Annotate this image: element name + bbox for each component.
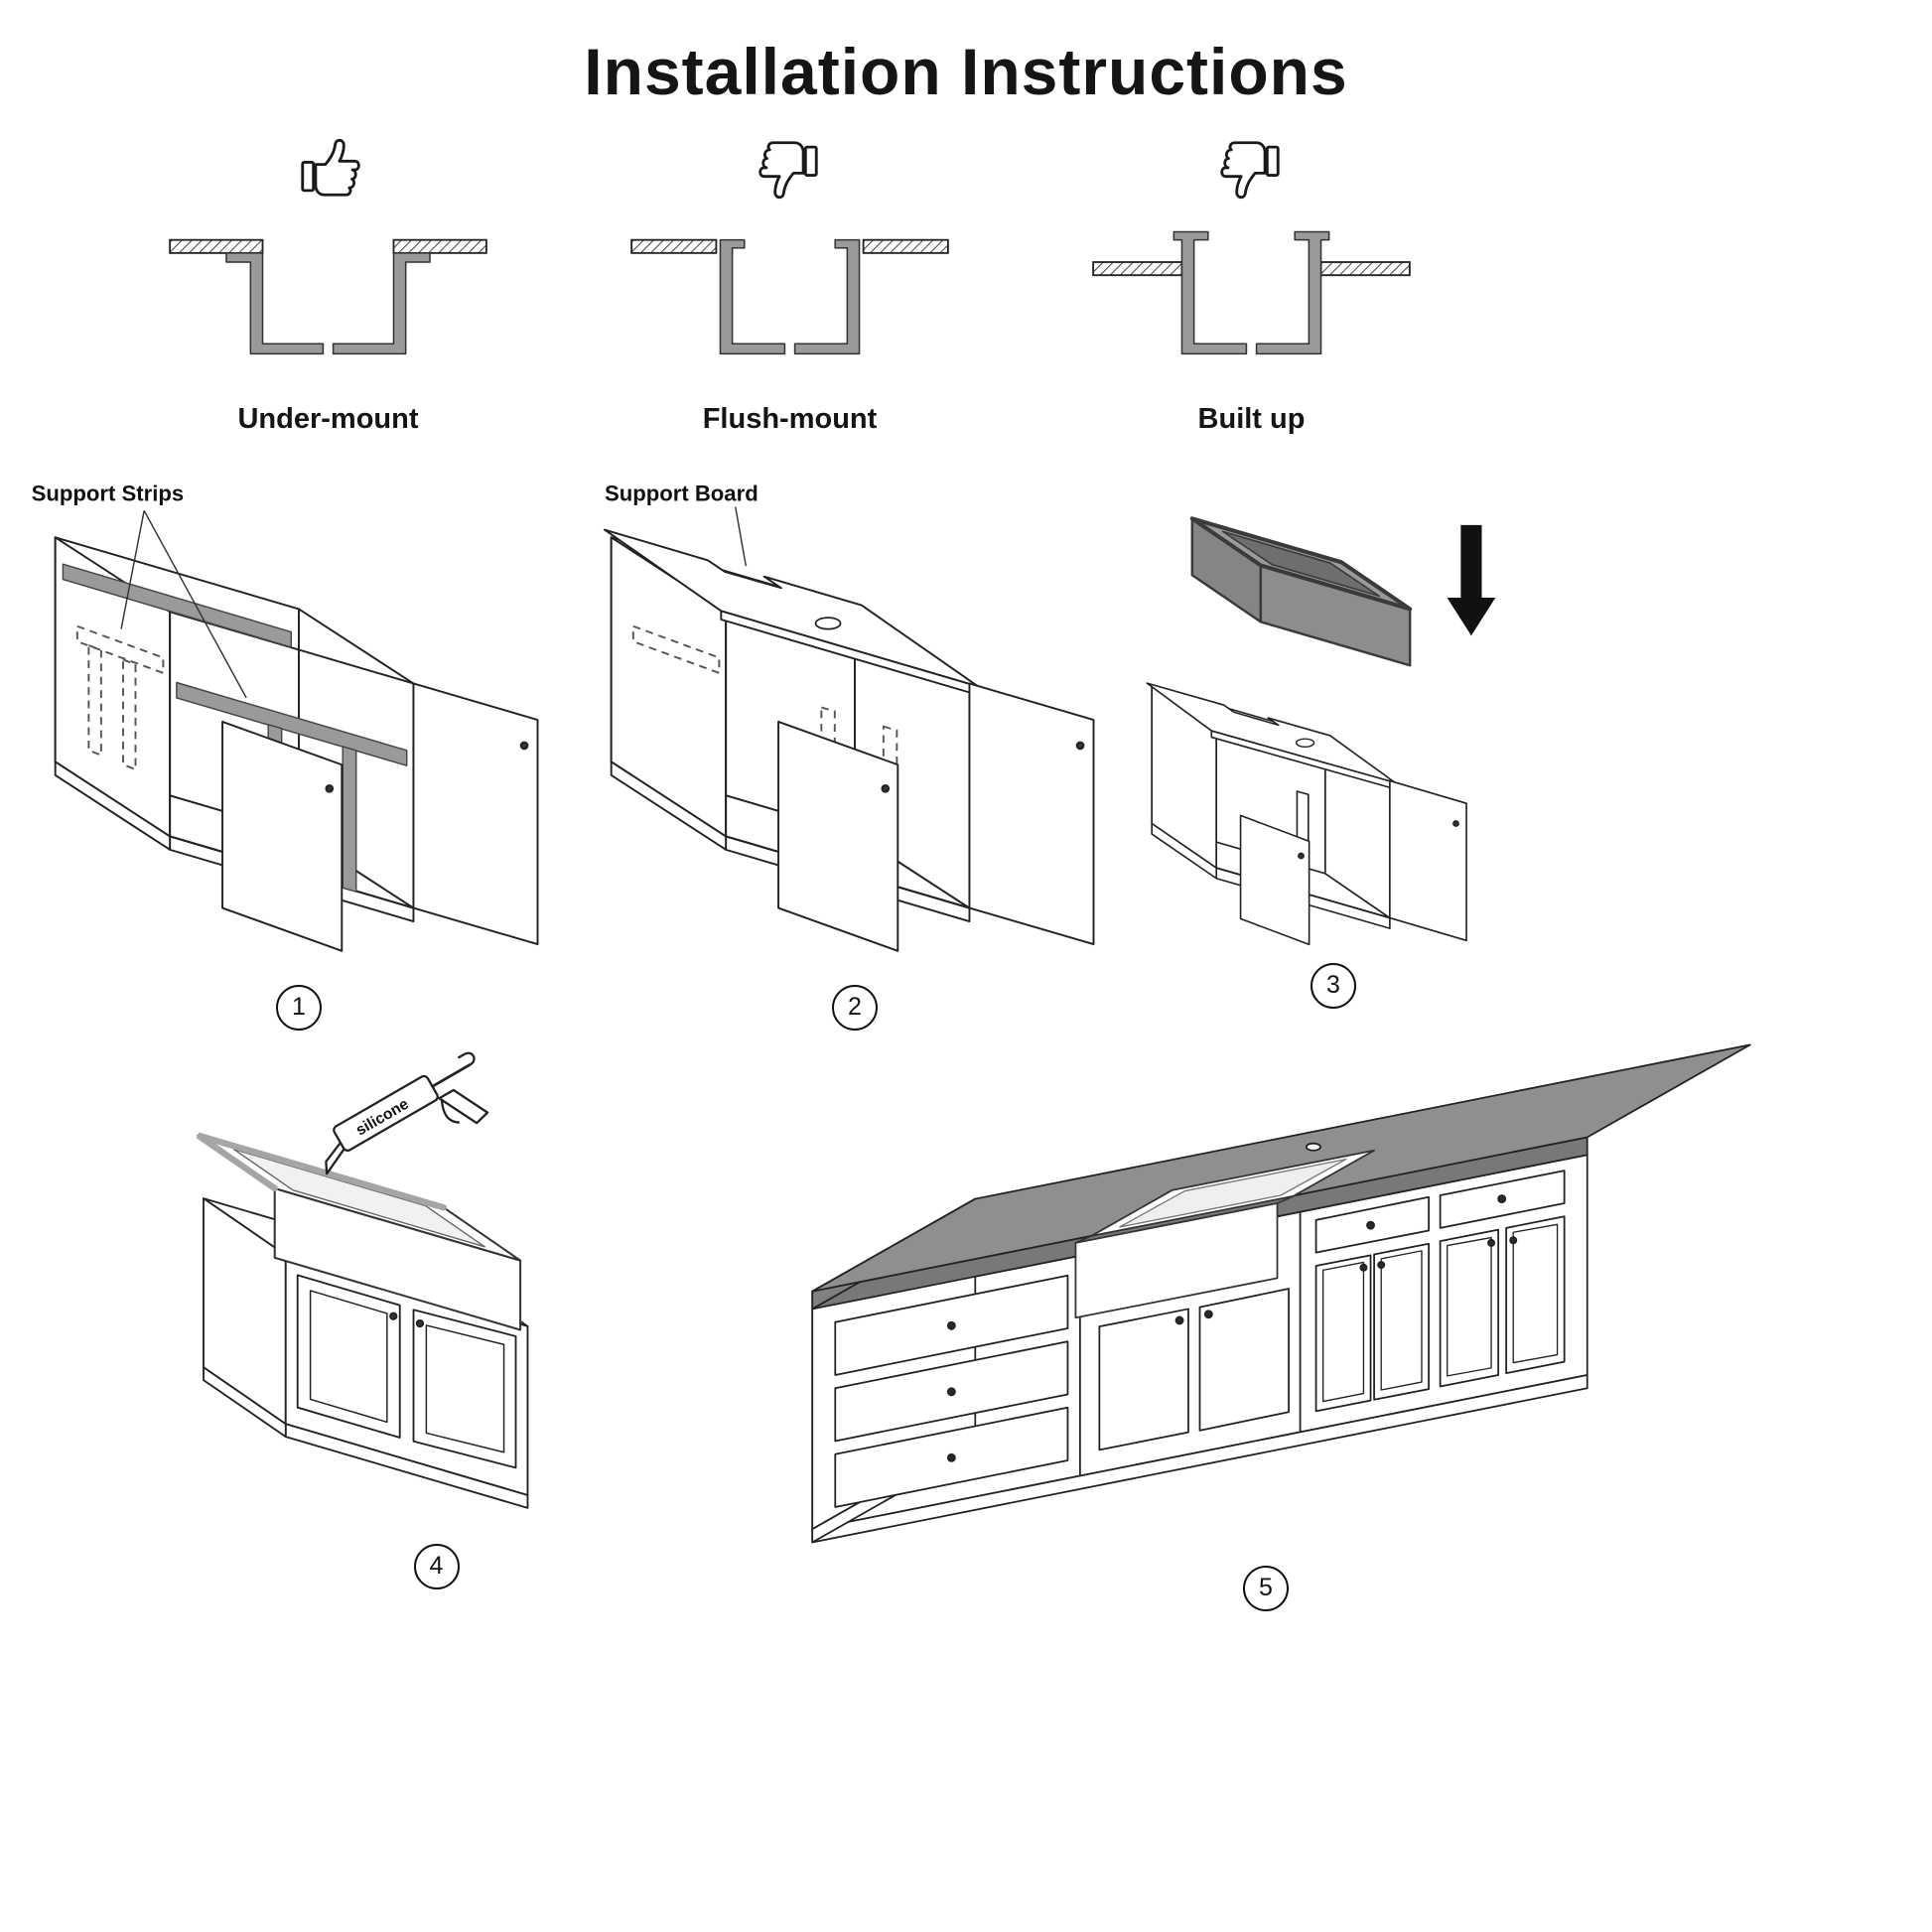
thumbs-up-icon (300, 138, 360, 197)
hidden-support-strips (75, 624, 165, 771)
right-section (1314, 1170, 1566, 1413)
step-number: 1 (276, 984, 322, 1031)
sink-base-doors (1098, 1288, 1290, 1451)
step-1-figure: Support Strips (32, 482, 539, 952)
step-4-figure: silicone (196, 1051, 529, 1509)
sink-profile (719, 238, 861, 355)
cabinet-doors (777, 682, 1095, 952)
support-board-callout: Support Board (605, 482, 759, 567)
mount-caption: Built up (1197, 403, 1306, 435)
arrow-down-icon (1447, 524, 1496, 636)
thumbs-down-icon (1219, 141, 1280, 200)
countertop-sections (169, 238, 487, 254)
mount-option-flush-mount: Flush-mount (559, 134, 1021, 436)
mount-option-under-mount: Under-mount (97, 134, 559, 436)
flush-mount-cross-section (630, 238, 949, 355)
mount-option-built-up: Built up (1021, 134, 1482, 436)
step-number: 5 (1243, 1565, 1289, 1611)
caulk-gun: silicone (325, 1051, 489, 1175)
countertop-sections (1092, 261, 1411, 277)
support-strips-callout: Support Strips (32, 482, 247, 699)
cabinet-doors (1239, 779, 1467, 946)
farmhouse-sink (1189, 516, 1413, 667)
step-5-figure (811, 1043, 1751, 1544)
faucet-hole (1305, 1142, 1321, 1152)
mount-options-row: Under-mount (97, 134, 1482, 436)
step-number: 3 (1311, 962, 1356, 1009)
step-3-figure (1146, 516, 1496, 946)
step-number: 4 (413, 1543, 460, 1589)
mount-caption: Flush-mount (702, 403, 878, 435)
farmhouse-sink (1074, 1149, 1375, 1319)
silicone-bead (196, 1132, 448, 1211)
under-mount-cross-section (169, 238, 487, 355)
countertop-sections (630, 238, 949, 254)
page-title: Installation Instructions (584, 35, 1348, 108)
step-4: silicone 4 (181, 1040, 692, 1589)
sink-profile (225, 252, 431, 355)
support-board (1146, 682, 1396, 790)
step-2-figure: Support Board (603, 482, 1095, 952)
built-up-cross-section (1092, 230, 1411, 355)
step-2: Support Board 2 (578, 469, 1132, 1031)
step-3: 3 (1140, 469, 1527, 1009)
cabinet-doors (296, 1274, 517, 1469)
drawer-stack (834, 1274, 1069, 1508)
thumbs-down-icon (758, 141, 818, 200)
cabinet-doors (221, 682, 539, 952)
sink-profile (1173, 230, 1330, 355)
step-1: Support Strips 1 (22, 469, 576, 1031)
step-number: 2 (832, 984, 878, 1031)
farmhouse-sink (197, 1134, 522, 1331)
mount-caption: Under-mount (237, 403, 419, 435)
support-strips-label: Support Strips (32, 482, 185, 506)
support-board-label: Support Board (605, 482, 759, 506)
step-5: 5 (759, 1001, 1772, 1611)
